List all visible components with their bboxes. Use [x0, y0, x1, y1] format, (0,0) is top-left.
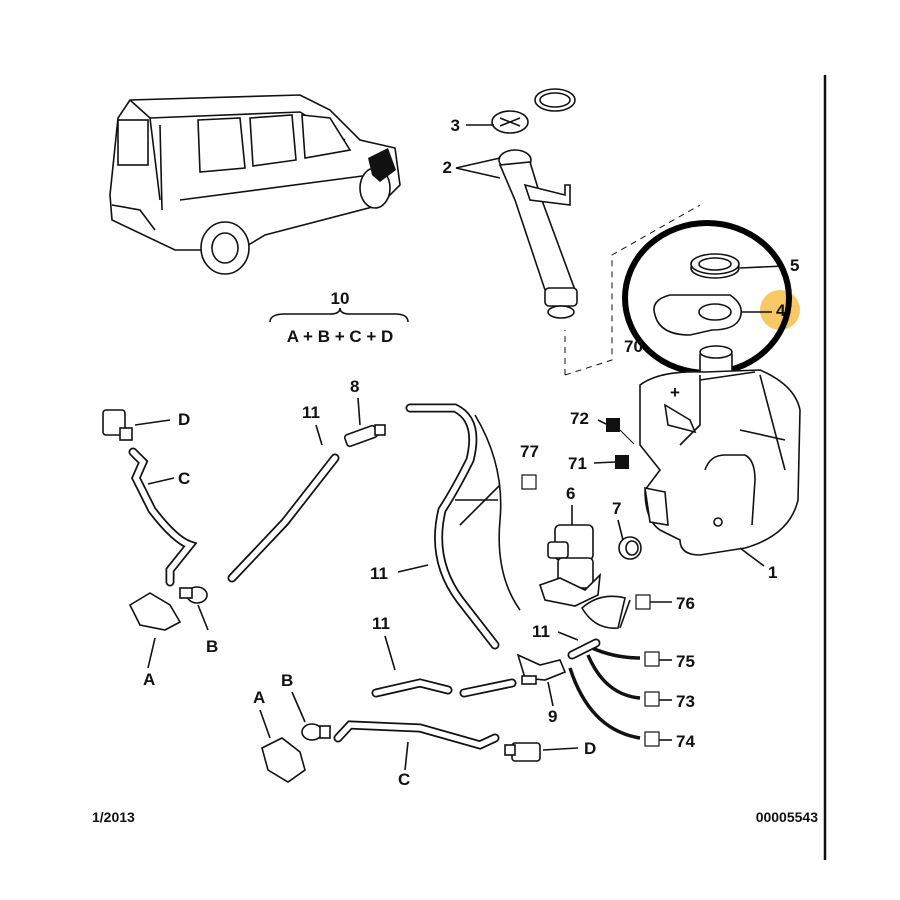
label-B-a: B: [206, 637, 218, 656]
marker-72: [606, 418, 620, 432]
label-8: 8: [350, 377, 359, 396]
hose-11-right: [567, 638, 601, 660]
label-A-a: A: [143, 670, 155, 689]
jet-D-lower: [504, 742, 541, 762]
bracket-A-lower: [261, 737, 306, 783]
label-70: 70: [624, 337, 643, 356]
label-73: 73: [676, 692, 695, 711]
clip-B-lower: [301, 723, 331, 741]
label-11-c: 11: [532, 622, 550, 641]
marker-77: [521, 474, 537, 490]
label-72: 72: [570, 409, 589, 428]
grommet-7: [618, 536, 642, 560]
brace-10: [269, 307, 409, 323]
gasket-plate-4: [653, 294, 743, 336]
label-1: 1: [768, 563, 777, 582]
label-7: 7: [612, 499, 621, 518]
label-2: 2: [443, 158, 452, 177]
connector-8: [343, 424, 386, 448]
plus-marker: +: [670, 383, 680, 402]
label-D-a: D: [178, 410, 190, 429]
label-B-b: B: [281, 671, 293, 690]
label-11-a: 11: [302, 403, 320, 422]
label-5: 5: [790, 256, 799, 275]
label-10: 10: [331, 289, 350, 308]
label-11-b: 11: [370, 564, 388, 583]
van-illustration: [109, 94, 401, 275]
label-11-d: 11: [372, 614, 390, 633]
hose-11-lower: [371, 678, 517, 698]
label-77: 77: [520, 442, 539, 461]
label-C-b: C: [398, 770, 410, 789]
label-9: 9: [548, 707, 557, 726]
label-74: 74: [676, 732, 695, 751]
washer-pump-6: [538, 524, 602, 607]
label-4: 4: [776, 301, 786, 320]
bracket: [663, 403, 697, 434]
label-3: 3: [451, 116, 460, 135]
marker-73: [644, 691, 660, 707]
clip-B-upper: [179, 586, 208, 604]
cap-76: [580, 595, 626, 629]
bracket-A-upper: [128, 592, 182, 631]
marker-74: [644, 731, 660, 747]
filler-neck-2: [498, 149, 578, 319]
hose-11-long: [405, 403, 500, 650]
label-C-a: C: [178, 469, 190, 488]
label-D-b: D: [584, 739, 596, 758]
label-75: 75: [676, 652, 695, 671]
label-71: 71: [568, 454, 587, 473]
label-76: 76: [676, 594, 695, 613]
footer-ref: 00005543: [756, 809, 819, 825]
marker-75: [644, 651, 660, 667]
seal-ring-5: [690, 253, 740, 279]
jet-D-upper: [102, 409, 133, 441]
label-6: 6: [566, 484, 575, 503]
marker-71: [615, 455, 629, 469]
t-connector-9: [516, 653, 567, 685]
exploded-view-box: [564, 204, 701, 376]
hose-11-upper: [227, 453, 340, 583]
label-A-b: A: [253, 688, 265, 707]
filler-cap-3: [491, 88, 576, 134]
marker-76: [635, 594, 651, 610]
formula-text: A + B + C + D: [287, 327, 394, 346]
footer-date: 1/2013: [92, 809, 135, 825]
washer-tank-1: [639, 345, 801, 556]
